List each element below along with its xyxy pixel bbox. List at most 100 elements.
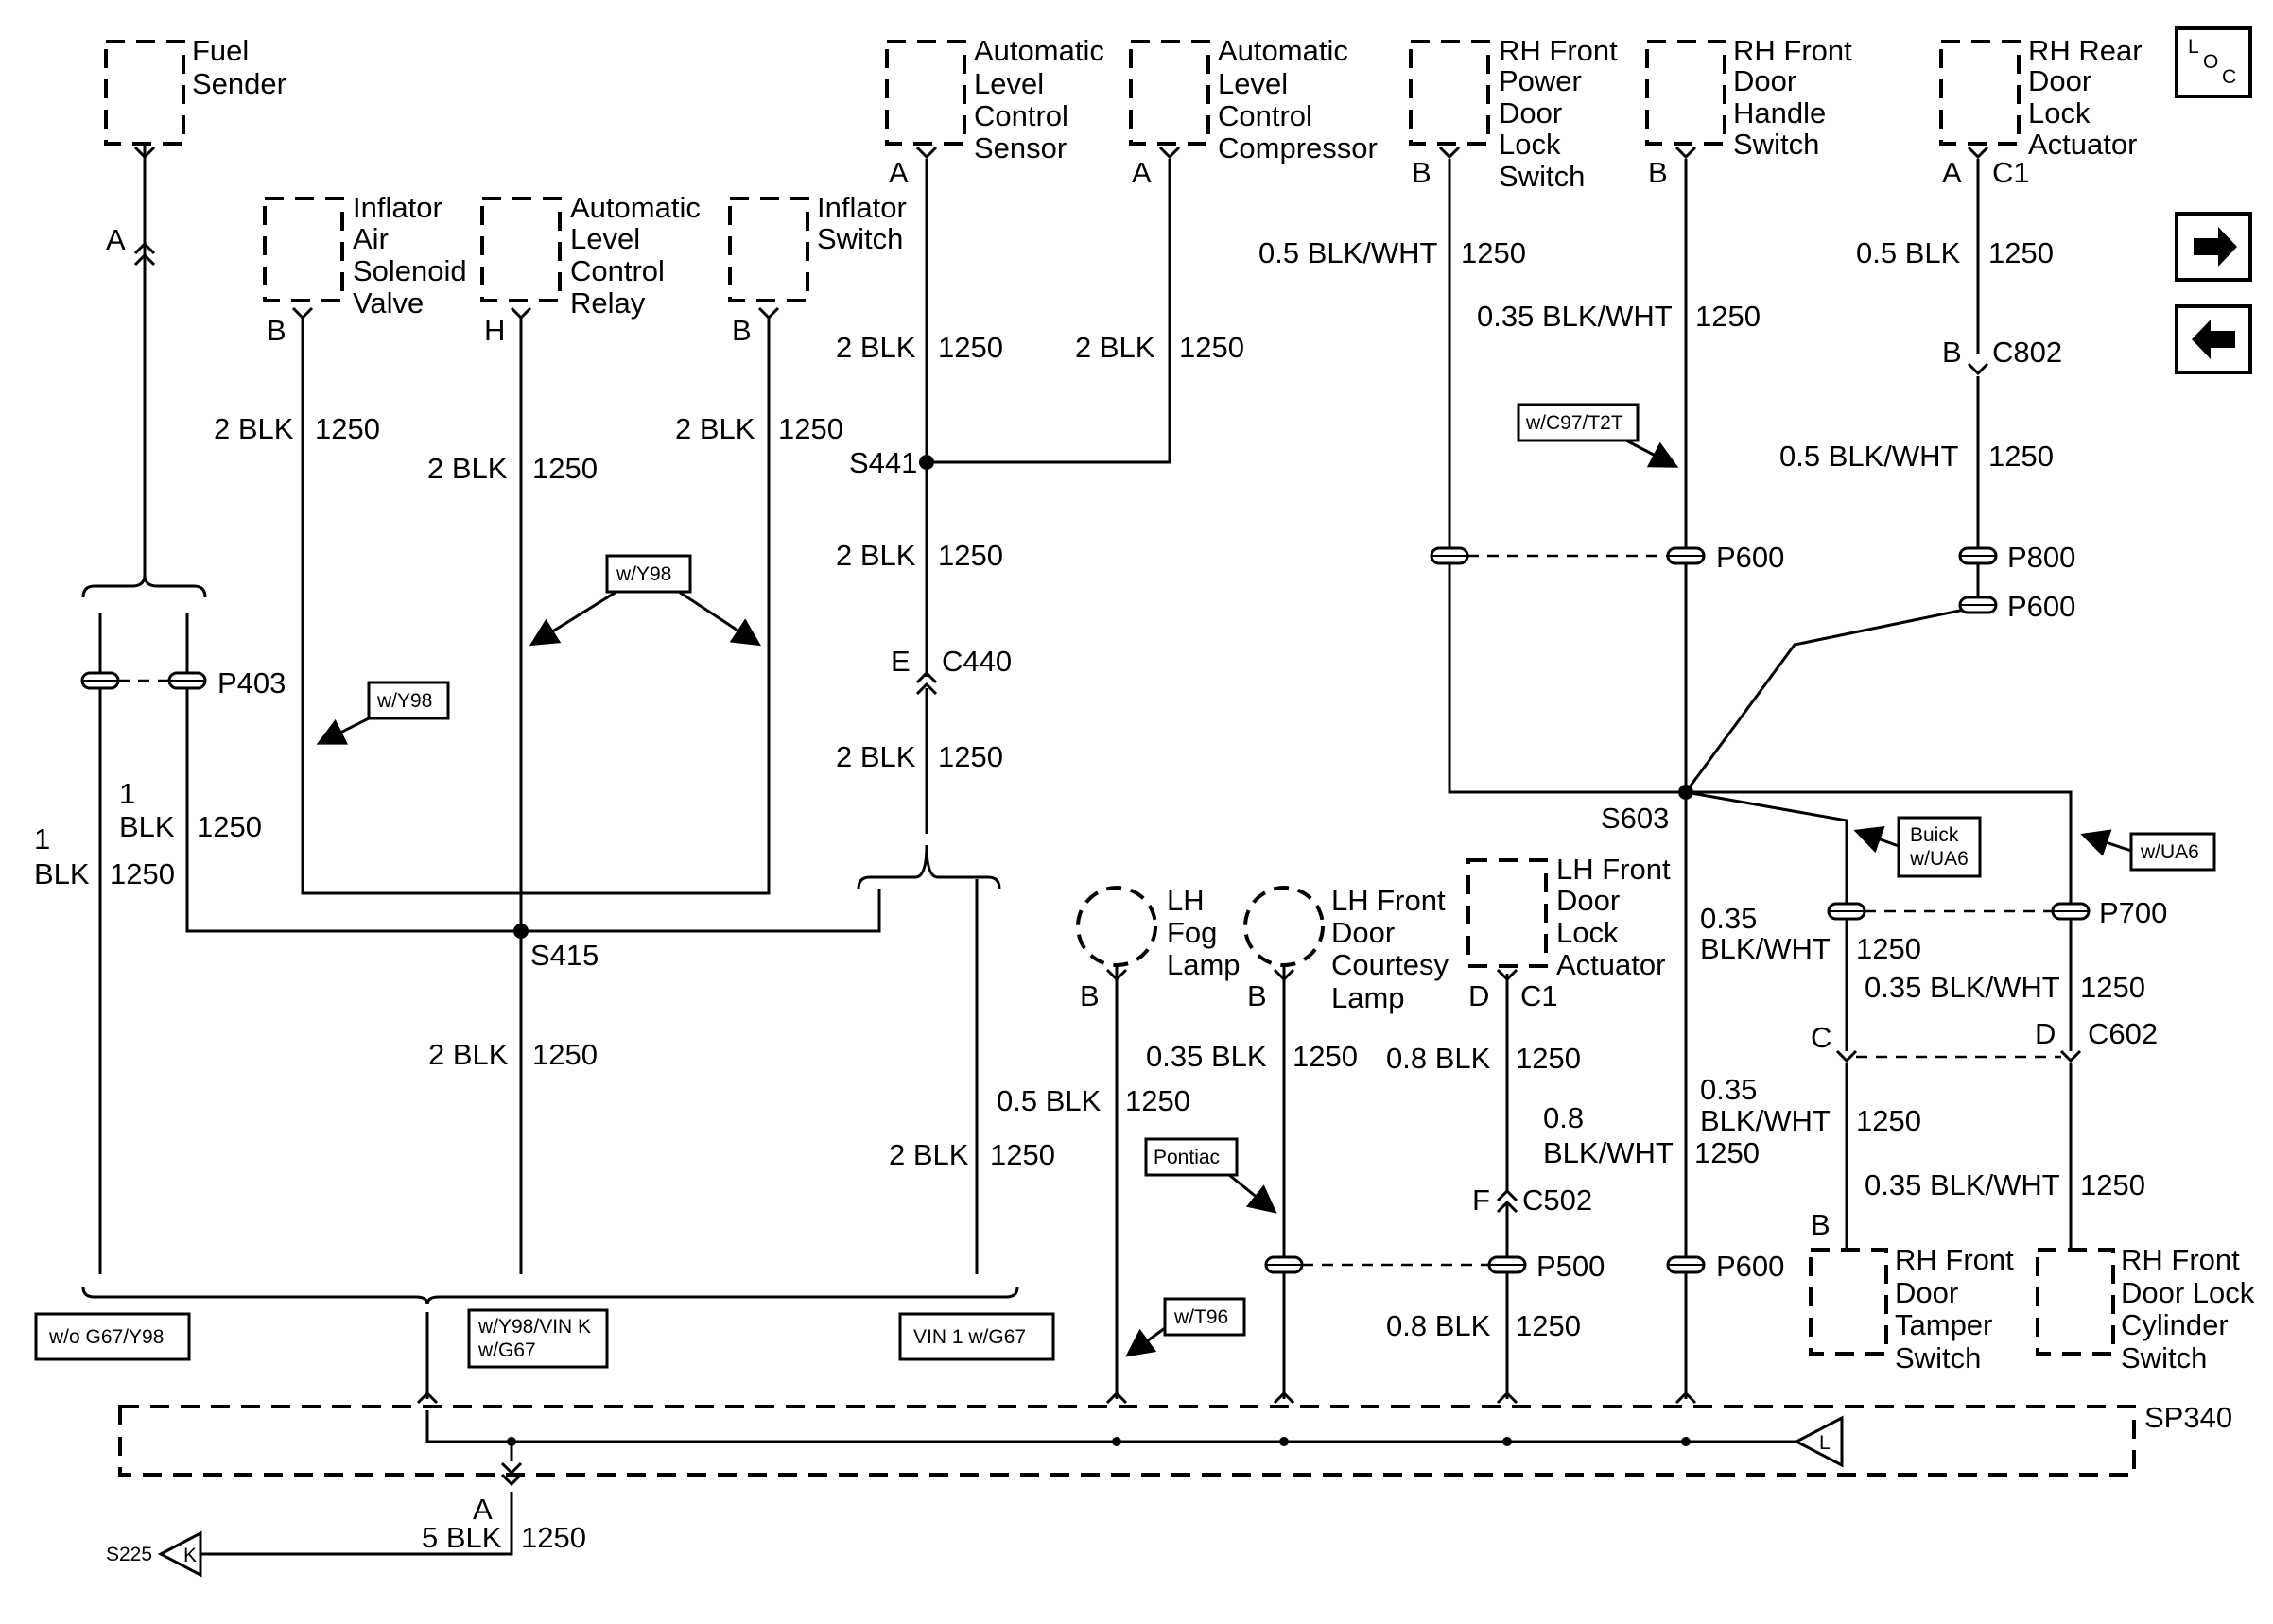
svg-text:Switch: Switch [1499, 160, 1585, 193]
svg-text:2 BLK: 2 BLK [836, 331, 916, 364]
svg-text:LH Front: LH Front [1331, 884, 1446, 917]
component-lh-fog-lamp: LH Fog Lamp [1076, 884, 1241, 981]
svg-text:Air: Air [353, 222, 389, 255]
svg-text:Lamp: Lamp [1167, 948, 1241, 981]
svg-text:1250: 1250 [1293, 1040, 1358, 1073]
svg-text:w/Y98/VIN K: w/Y98/VIN K [477, 1316, 591, 1338]
svg-text:Fuel: Fuel [192, 34, 249, 67]
svg-text:w/Y98: w/Y98 [616, 563, 671, 585]
component-alc-sensor: Automatic Level Control Sensor [885, 34, 1104, 164]
svg-text:5 BLK: 5 BLK [422, 1521, 502, 1554]
svg-text:0.35: 0.35 [1700, 1073, 1757, 1106]
svg-text:1: 1 [119, 777, 135, 810]
component-fuel-sender: Fuel Sender [104, 34, 286, 146]
svg-text:Automatic: Automatic [570, 191, 701, 224]
svg-text:L: L [2188, 36, 2199, 58]
svg-text:1250: 1250 [521, 1521, 586, 1554]
svg-text:0.8: 0.8 [1543, 1101, 1584, 1134]
inline-connectors [80, 146, 2091, 1487]
svg-text:Level: Level [570, 222, 640, 255]
arrow-left-icon[interactable] [2175, 304, 2252, 374]
svg-text:2 BLK: 2 BLK [889, 1138, 969, 1171]
svg-text:S603: S603 [1601, 802, 1669, 835]
svg-text:Valve: Valve [353, 286, 424, 320]
svg-text:B: B [1080, 979, 1100, 1012]
svg-text:2 BLK: 2 BLK [428, 1038, 509, 1071]
svg-text:1250: 1250 [1179, 331, 1244, 364]
option-labels: w/Y98 w/Y98 w/C97/T2T Buick w/UA6 w/UA6 … [34, 403, 2216, 1369]
svg-text:P403: P403 [217, 666, 286, 700]
svg-text:w/T96: w/T96 [1173, 1306, 1228, 1328]
svg-text:w/C97/T2T: w/C97/T2T [1525, 412, 1623, 434]
svg-text:1250: 1250 [1125, 1084, 1190, 1117]
svg-text:P600: P600 [1716, 541, 1784, 574]
svg-text:B: B [267, 314, 286, 347]
svg-text:Switch: Switch [1733, 128, 1819, 161]
svg-text:2 BLK: 2 BLK [836, 740, 916, 773]
svg-text:2 BLK: 2 BLK [836, 539, 916, 572]
svg-text:1250: 1250 [1461, 236, 1526, 269]
svg-text:RH Front: RH Front [2121, 1243, 2240, 1276]
svg-text:1250: 1250 [532, 452, 598, 485]
svg-text:D: D [2035, 1017, 2056, 1050]
svg-text:Door: Door [1499, 96, 1562, 130]
svg-text:D: D [1468, 979, 1489, 1012]
svg-text:1250: 1250 [1988, 236, 2054, 269]
connector-dash-lines [118, 554, 2061, 1267]
svg-text:1250: 1250 [197, 810, 262, 843]
svg-text:Actuator: Actuator [2028, 128, 2137, 161]
svg-text:Level: Level [1218, 67, 1288, 100]
svg-text:0.8 BLK: 0.8 BLK [1386, 1042, 1491, 1075]
svg-text:BLK: BLK [119, 810, 175, 843]
svg-text:2 BLK: 2 BLK [675, 412, 755, 445]
svg-text:1250: 1250 [1694, 1136, 1760, 1169]
svg-text:C440: C440 [942, 645, 1012, 678]
sp340-label: SP340 [2144, 1401, 2232, 1434]
wires [81, 144, 2073, 1556]
wire-labels: 2 BLK 1250 2 BLK 1250 2 BLK 1250 1 BLK 1… [34, 236, 2145, 1554]
svg-text:1250: 1250 [1516, 1042, 1581, 1075]
svg-text:C: C [2222, 66, 2236, 88]
svg-text:1250: 1250 [1856, 932, 1921, 965]
svg-text:Level: Level [974, 67, 1044, 100]
svg-text:BLK/WHT: BLK/WHT [1700, 1104, 1831, 1137]
svg-text:w/o G67/Y98: w/o G67/Y98 [48, 1326, 164, 1348]
svg-text:Automatic: Automatic [1218, 34, 1348, 67]
svg-text:Lock: Lock [2028, 96, 2091, 130]
svg-text:2 BLK: 2 BLK [427, 452, 508, 485]
svg-text:Door: Door [1895, 1276, 1958, 1309]
svg-text:Lamp: Lamp [1331, 981, 1405, 1014]
svg-text:B: B [1811, 1208, 1831, 1241]
svg-text:Lock: Lock [1556, 916, 1619, 949]
svg-text:Power: Power [1499, 64, 1582, 97]
svg-text:1250: 1250 [1856, 1104, 1921, 1137]
svg-text:S225: S225 [106, 1544, 152, 1565]
component-inflator-air-solenoid-valve: Inflator Air Solenoid Valve [263, 191, 467, 320]
svg-text:0.5 BLK/WHT: 0.5 BLK/WHT [1779, 440, 1959, 473]
svg-text:Relay: Relay [570, 286, 646, 320]
loc-icon[interactable]: L O C [2175, 26, 2252, 98]
svg-text:LH: LH [1167, 884, 1205, 917]
component-inflator-switch: Inflator Switch [728, 191, 907, 302]
svg-text:Automatic: Automatic [974, 34, 1104, 67]
svg-text:A: A [473, 1493, 493, 1526]
svg-text:BLK/WHT: BLK/WHT [1543, 1136, 1674, 1169]
svg-text:B: B [1942, 336, 1962, 369]
component-lh-front-door-lock-actuator: LH Front Door Lock Actuator [1466, 853, 1671, 981]
svg-text:Door: Door [2028, 64, 2091, 97]
svg-text:Tamper: Tamper [1895, 1308, 1992, 1341]
svg-text:C602: C602 [2088, 1017, 2158, 1050]
svg-text:Sensor: Sensor [974, 131, 1067, 164]
svg-text:O: O [2203, 51, 2218, 73]
svg-text:S415: S415 [530, 939, 599, 972]
svg-text:Compressor: Compressor [1218, 131, 1378, 164]
svg-text:B: B [1648, 156, 1668, 189]
svg-text:Fog: Fog [1167, 916, 1217, 949]
arrow-right-icon[interactable] [2175, 212, 2252, 282]
svg-text:1250: 1250 [938, 740, 1003, 773]
svg-text:RH Front: RH Front [1499, 34, 1618, 67]
svg-text:P500: P500 [1536, 1250, 1605, 1283]
svg-text:Inflator: Inflator [353, 191, 442, 224]
svg-text:0.8 BLK: 0.8 BLK [1386, 1309, 1491, 1342]
